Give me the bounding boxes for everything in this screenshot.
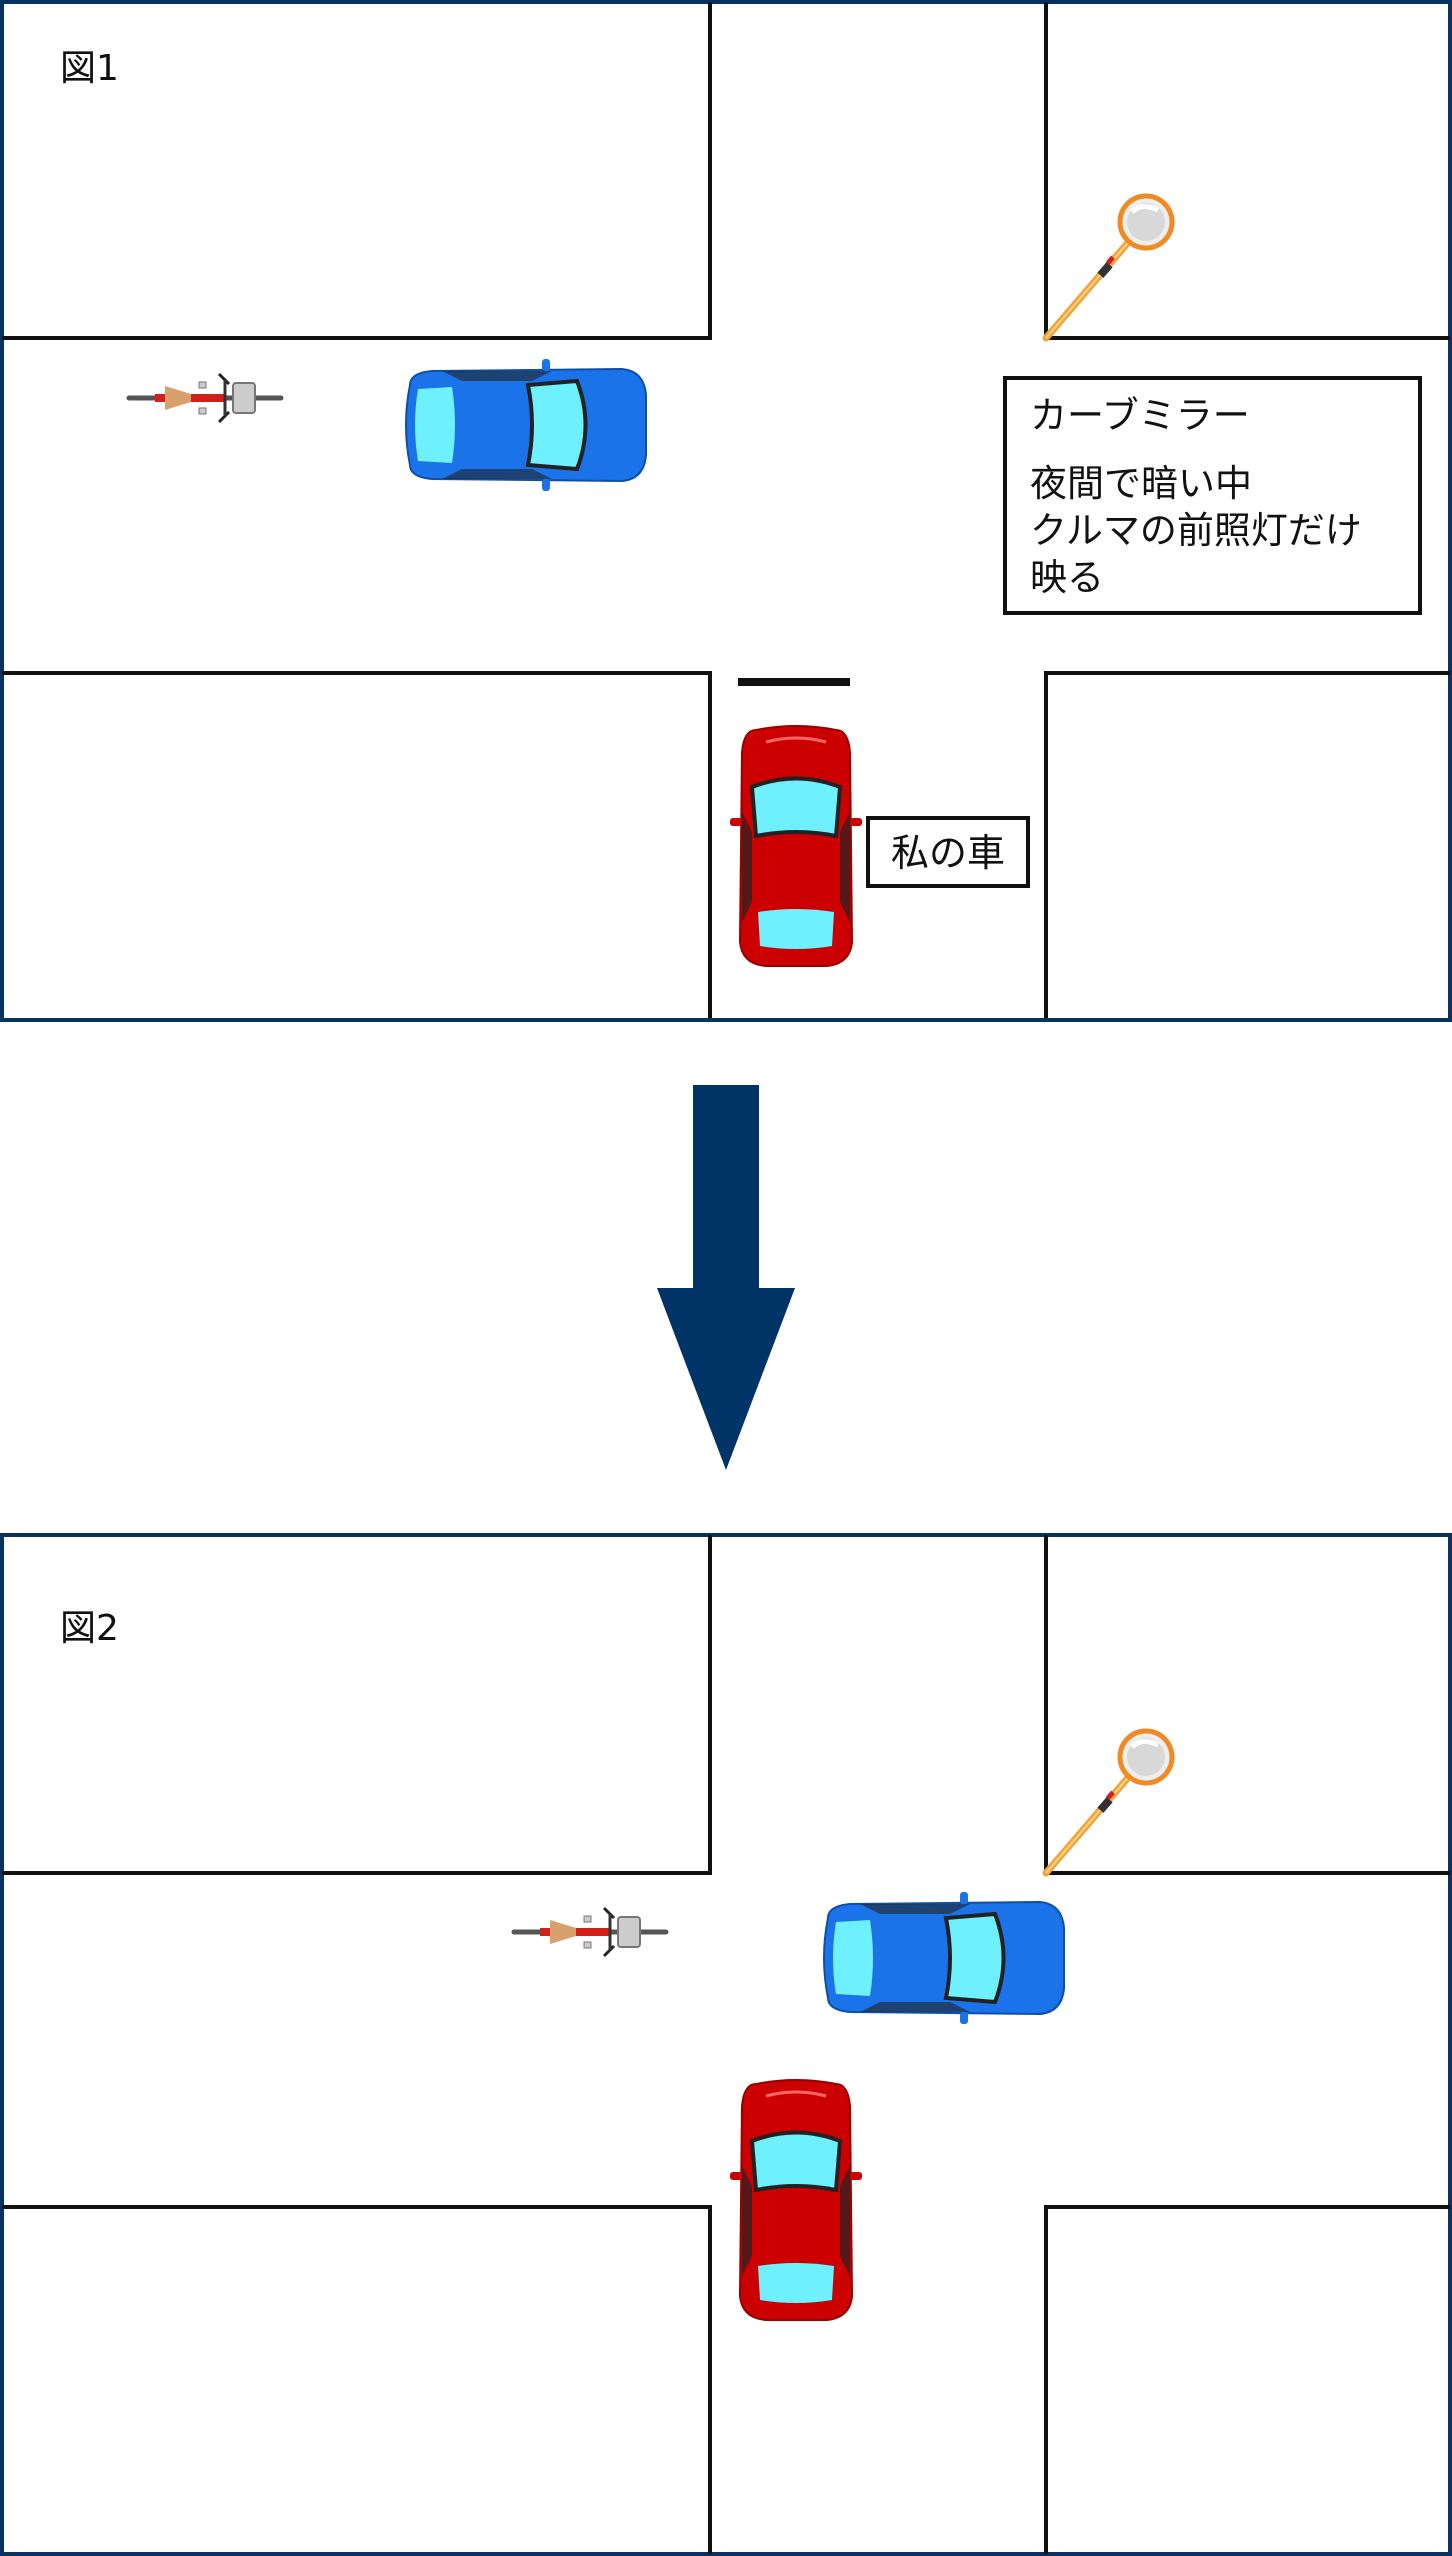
callout-line-3: 映る <box>1030 556 1104 599</box>
callout-line-2: クルマの前照灯だけ <box>1030 509 1362 552</box>
figure-2: 図2 <box>0 1533 1452 2556</box>
blue-car-icon <box>822 1890 1066 2026</box>
my-car-label: 私の車 <box>891 831 1005 875</box>
figure-2-frame <box>0 1533 1452 2556</box>
callout-title: カーブミラー <box>1030 394 1250 437</box>
down-arrow-icon <box>657 1085 795 1470</box>
callout-line-1: 夜間で暗い中 <box>1030 462 1252 505</box>
figure-1: 図1 私の車 カーブミラー 夜間で暗い中 クルマの前照灯だけ 映る <box>0 0 1452 1022</box>
blue-car-icon <box>404 357 648 493</box>
red-car-icon <box>728 724 864 968</box>
figure-1-label: 図1 <box>60 48 119 89</box>
my-car-callout: 私の車 <box>866 816 1030 888</box>
figure-2-label: 図2 <box>60 1608 119 1649</box>
red-car-icon <box>728 2078 864 2322</box>
curve-mirror-callout: カーブミラー 夜間で暗い中 クルマの前照灯だけ 映る <box>1003 376 1422 615</box>
